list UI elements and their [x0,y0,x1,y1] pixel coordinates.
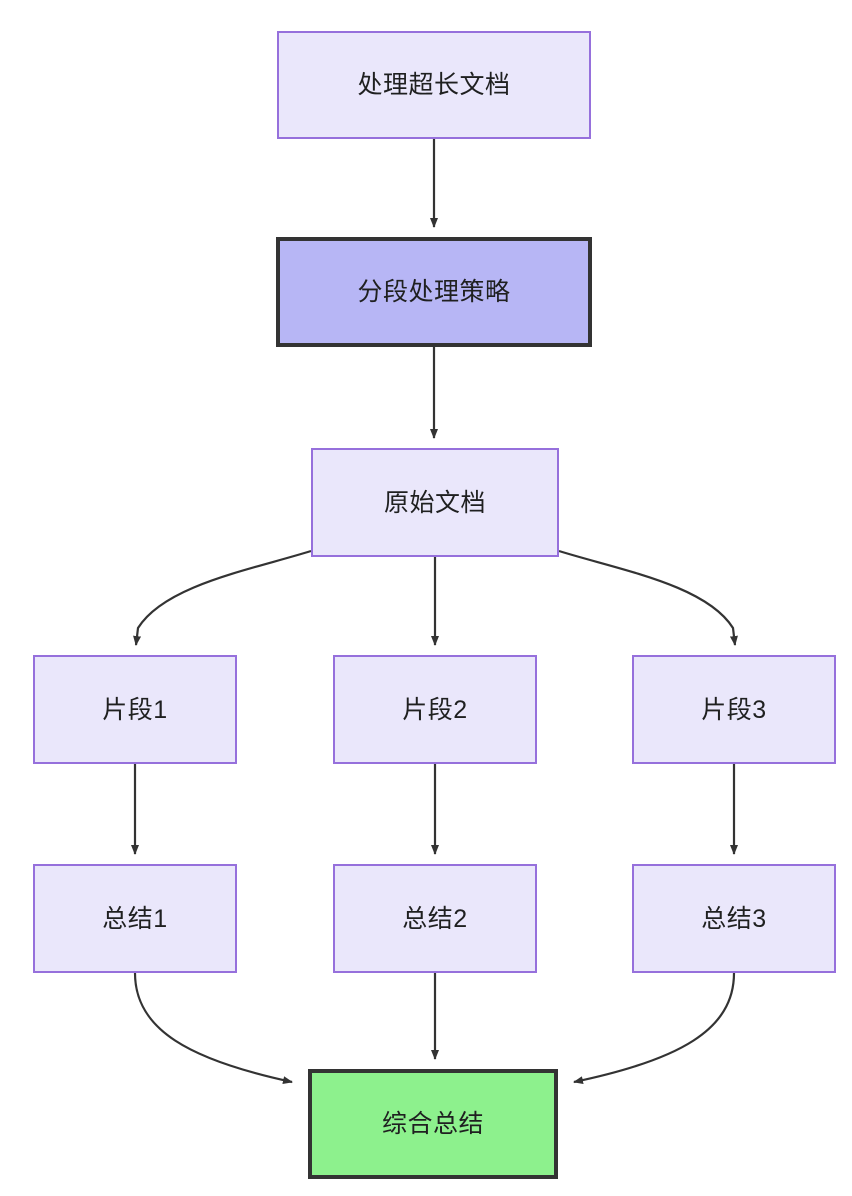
node-summary-2[interactable]: 总结2 [333,864,537,973]
node-label: 总结1 [102,904,168,933]
node-chunking-strategy[interactable]: 分段处理策略 [276,237,592,347]
node-label: 总结2 [402,904,468,933]
node-process-long-document[interactable]: 处理超长文档 [277,31,591,139]
node-summary-3[interactable]: 总结3 [632,864,836,973]
node-label: 片段1 [102,695,168,724]
edge-summary-3-to-final [573,972,736,1085]
node-label: 片段2 [402,695,468,724]
node-label: 原始文档 [383,488,486,517]
node-summary-1[interactable]: 总结1 [33,864,237,973]
node-fragment-3[interactable]: 片段3 [632,655,836,764]
node-fragment-2[interactable]: 片段2 [333,655,537,764]
edge-source-to-fragment-3 [558,549,738,646]
node-final-summary[interactable]: 综合总结 [308,1069,558,1179]
node-label: 总结3 [701,904,767,933]
edge-source-to-fragment-1 [133,549,312,646]
node-label: 综合总结 [381,1110,484,1138]
node-label: 处理超长文档 [357,71,511,99]
node-source-document[interactable]: 原始文档 [311,448,559,557]
node-label: 分段处理策略 [357,278,511,306]
edge-summary-1-to-final [133,972,293,1085]
node-fragment-1[interactable]: 片段1 [33,655,237,764]
node-label: 片段3 [701,695,767,724]
